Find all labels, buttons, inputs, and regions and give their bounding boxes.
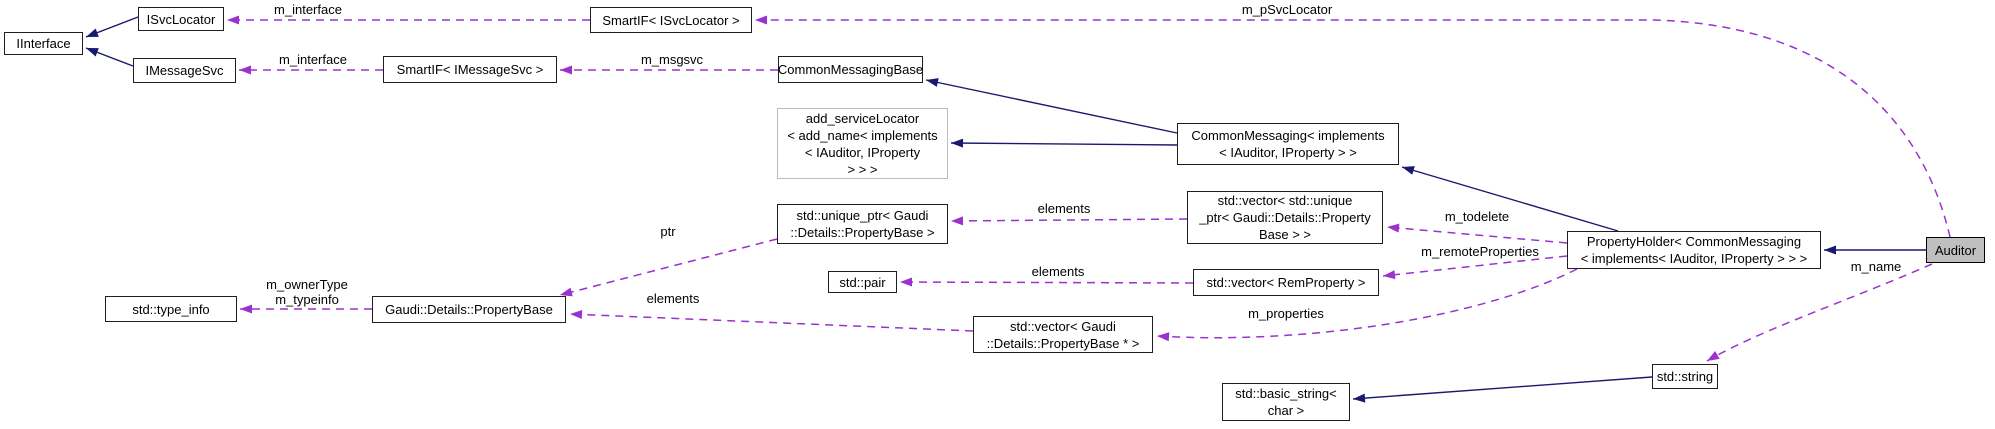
edge-label-m-remoteproperties: m_remoteProperties: [1421, 244, 1539, 259]
edge-inherit-propertyholder-commonmessaging: [1401, 166, 1619, 232]
class-node-propertyholder[interactable]: PropertyHolder< CommonMessaging < implem…: [1567, 231, 1821, 269]
edge-usage-ptr-propertybase: [559, 238, 778, 297]
class-node-imessagesvc[interactable]: IMessageSvc: [133, 58, 236, 83]
class-node-iinterface[interactable]: IInterface: [4, 32, 83, 55]
class-node-commonmessagingbase[interactable]: CommonMessagingBase: [778, 56, 923, 83]
edge-label-m-interface-isvclocator: m_interface: [274, 2, 342, 17]
class-node-vector-remproperty[interactable]: std::vector< RemProperty >: [1193, 269, 1379, 296]
edge-usage-elements-propertybase: [569, 310, 974, 332]
class-node-smartif-isvclocator[interactable]: SmartIF< ISvcLocator >: [590, 7, 752, 33]
edge-inherit-commonmessaging-addservicelocator: [950, 138, 1178, 148]
edge-label-m-msgsvc: m_msgsvc: [640, 52, 704, 67]
edge-label-m-name: m_name: [1850, 259, 1902, 274]
class-node-propertybase[interactable]: Gaudi::Details::PropertyBase: [372, 296, 566, 323]
class-node-auditor[interactable]: Auditor: [1926, 237, 1985, 263]
edge-inherit-stdstring-basicstring: [1352, 376, 1653, 403]
class-node-std-string[interactable]: std::string: [1652, 364, 1718, 389]
class-node-std-pair[interactable]: std::pair: [828, 271, 897, 293]
class-node-basic-string[interactable]: std::basic_string< char >: [1222, 383, 1350, 421]
class-node-smartif-imessagesvc[interactable]: SmartIF< IMessageSvc >: [383, 56, 557, 83]
edge-usage-m-remoteproperties: [1382, 255, 1568, 280]
edge-label-m-psvclocator: m_pSvcLocator: [1241, 2, 1333, 17]
edge-usage-m-properties: [1156, 268, 1578, 342]
edge-inherit-imessagesvc-iinterface: [85, 47, 134, 67]
edge-label-m-properties: m_properties: [1248, 306, 1324, 321]
edge-label-ownertype-typeinfo: m_ownerType m_typeinfo: [266, 277, 348, 307]
edge-usage-elements-uniqueptr: [950, 216, 1188, 226]
class-node-add-servicelocator[interactable]: add_serviceLocator < add_name< implement…: [777, 108, 948, 179]
class-node-vector-unique-ptr[interactable]: std::vector< std::unique _ptr< Gaudi::De…: [1187, 191, 1383, 244]
edge-usage-elements-pair: [899, 277, 1194, 287]
edge-usage-m-name: [1706, 263, 1933, 362]
class-node-commonmessaging[interactable]: CommonMessaging< implements < IAuditor, …: [1177, 123, 1399, 165]
edge-label-elements-uniqueptr: elements: [1037, 201, 1091, 216]
edge-label-m-interface-imessagesvc: m_interface: [279, 52, 347, 67]
edge-usage-m-psvclocator: [755, 15, 1951, 238]
class-node-vector-propertybase-ptr[interactable]: std::vector< Gaudi ::Details::PropertyBa…: [973, 316, 1153, 353]
edge-label-elements-propertybase: elements: [646, 291, 700, 306]
class-node-unique-ptr[interactable]: std::unique_ptr< Gaudi ::Details::Proper…: [777, 204, 948, 244]
edge-label-elements-pair: elements: [1031, 264, 1085, 279]
class-node-isvclocator[interactable]: ISvcLocator: [138, 7, 224, 31]
edge-label-m-todelete: m_todelete: [1444, 209, 1510, 224]
edge-label-ptr: ptr: [660, 224, 676, 239]
edge-inherit-isvclocator-iinterface: [85, 16, 139, 38]
edge-inherit-commonmessaging-commonmessagingbase: [925, 78, 1178, 134]
class-node-type-info[interactable]: std::type_info: [105, 296, 237, 322]
edge-usage-m-todelete: [1386, 223, 1568, 244]
